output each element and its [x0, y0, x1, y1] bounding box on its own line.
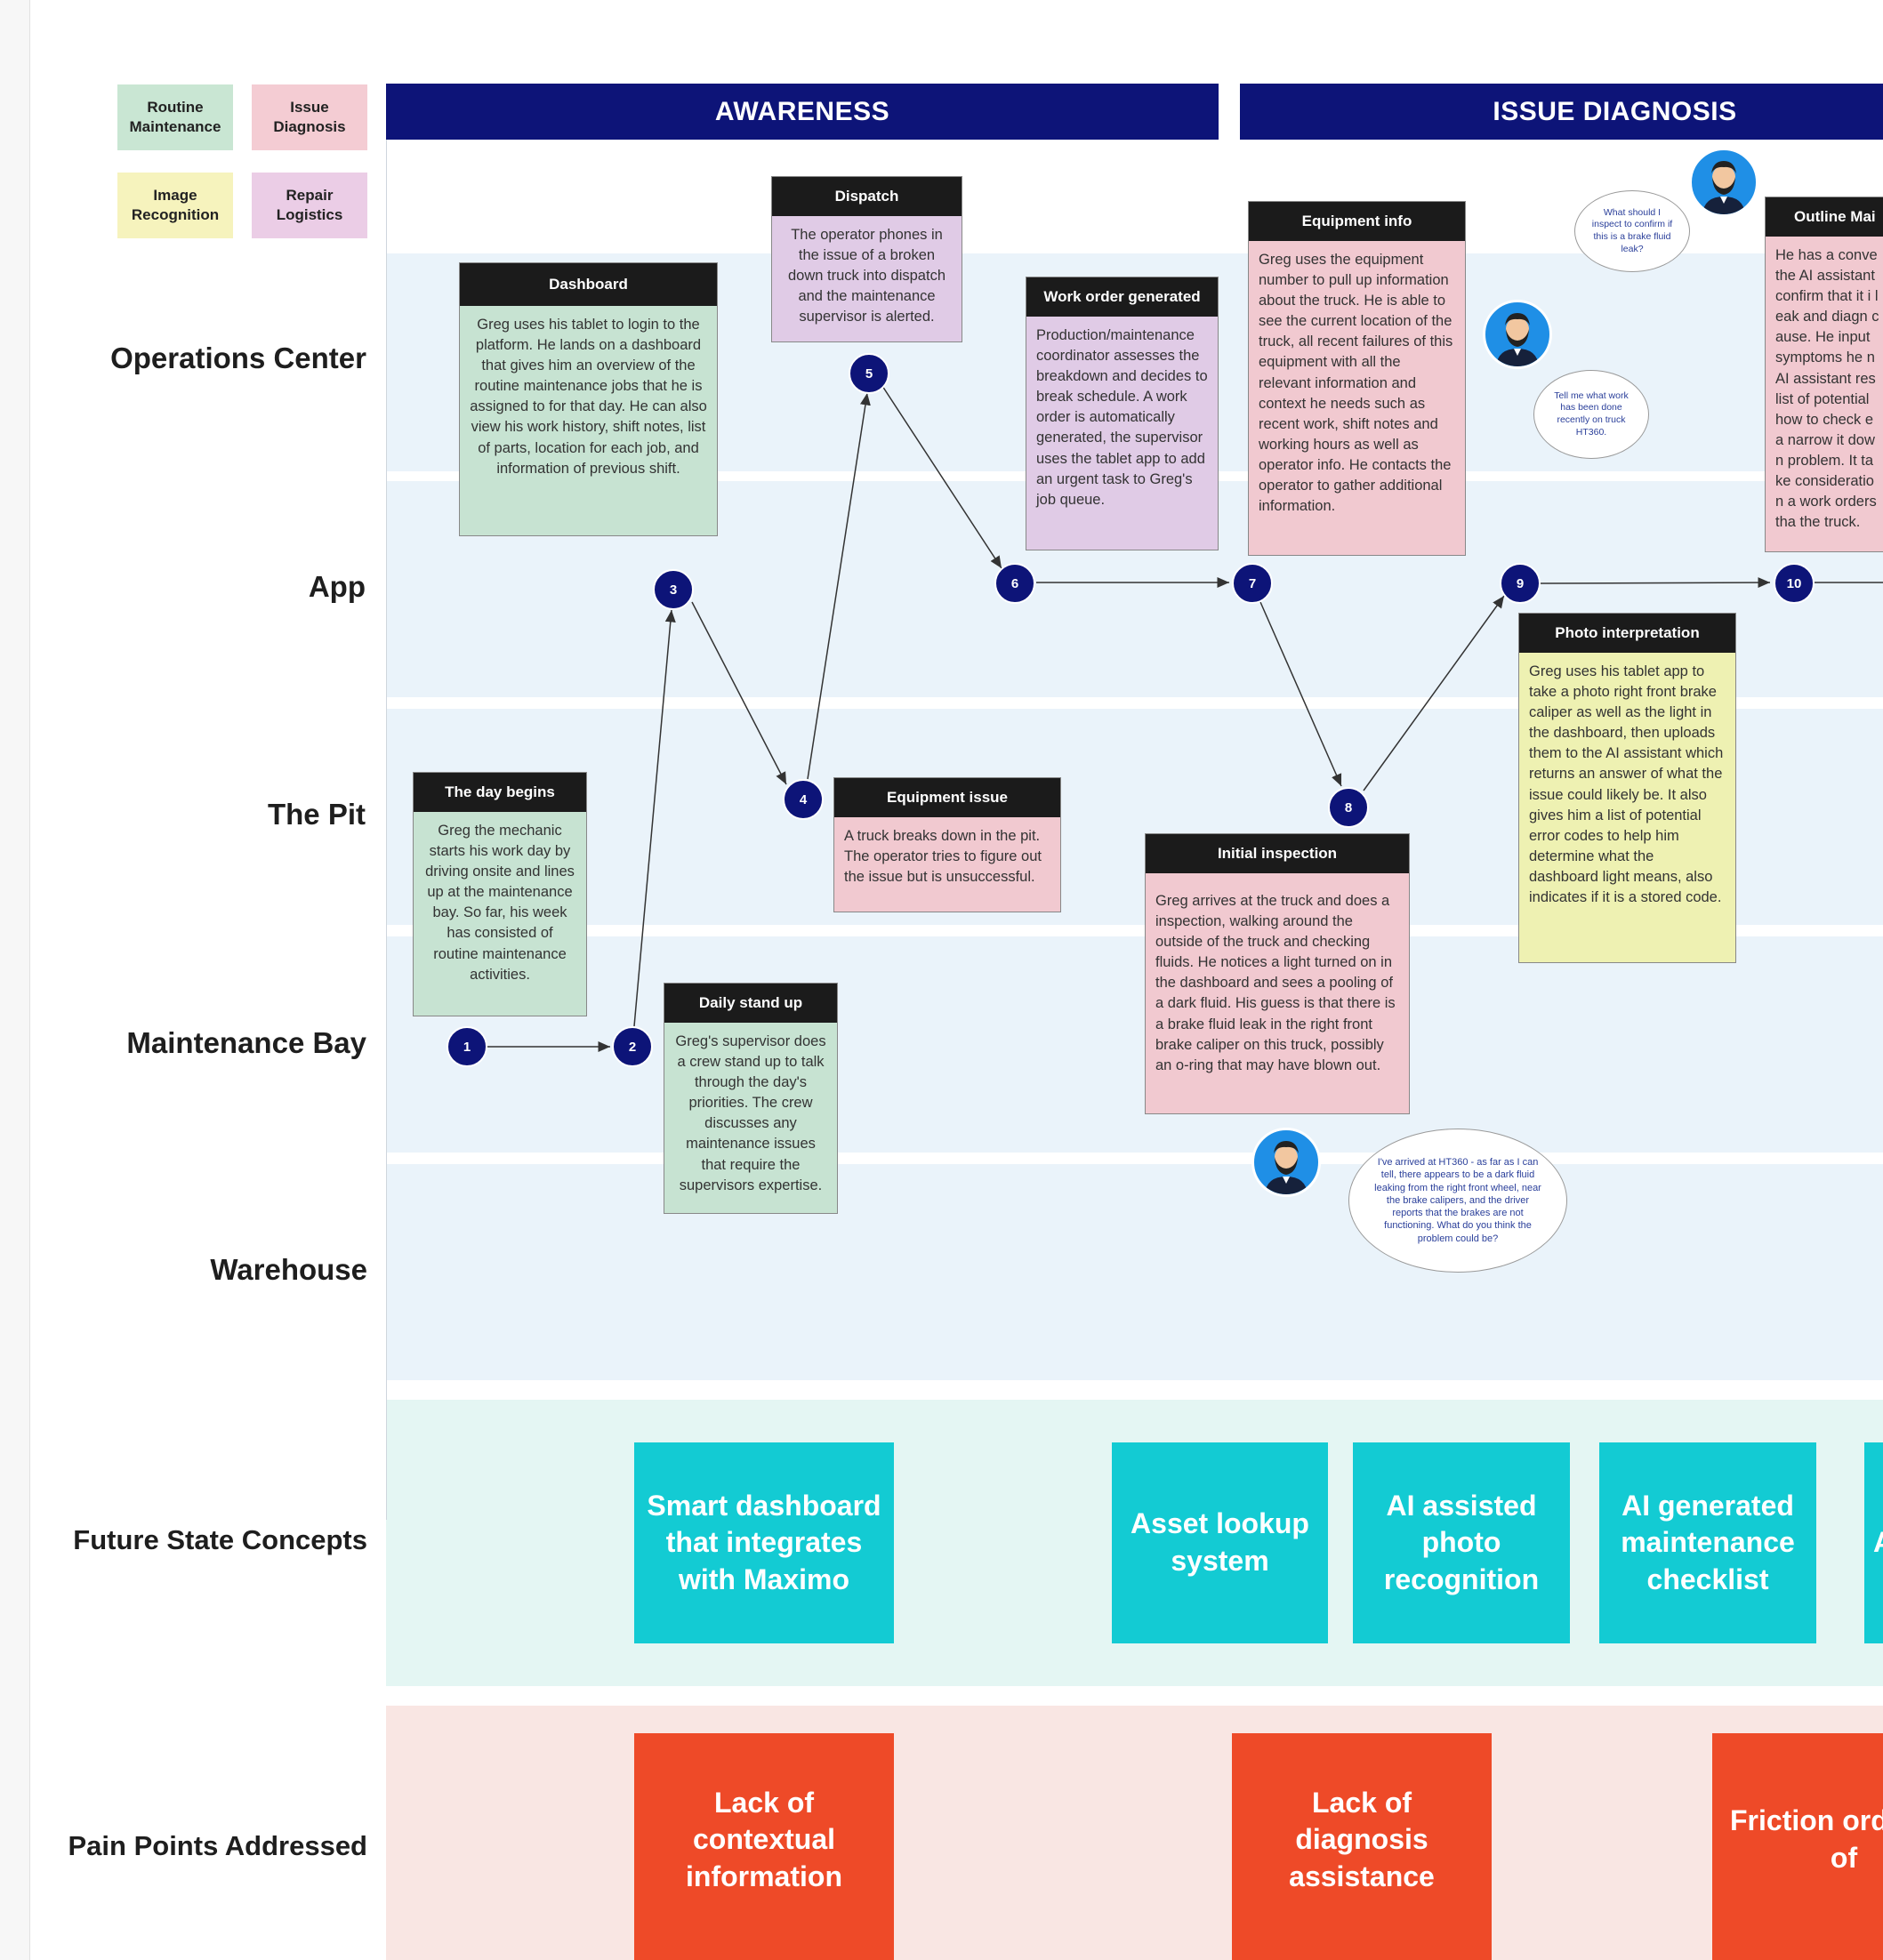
- connector-4-5: [807, 392, 871, 780]
- legend-issue-diagnosis: Issue Diagnosis: [252, 84, 367, 150]
- lane-label-warehouse: Warehouse: [210, 1253, 367, 1286]
- speech-bubble-inspect: What should I inspect to confirm if this…: [1574, 190, 1690, 272]
- card-title: Equipment info: [1249, 202, 1465, 241]
- card-equipment-info: Equipment info Greg uses the equipment n…: [1248, 201, 1466, 556]
- connector-9-10: [1540, 577, 1771, 589]
- pain-lack-of-diagnosis-assistance: Lack of diagnosis assistance: [1232, 1733, 1492, 1960]
- card-title: Daily stand up: [664, 984, 837, 1023]
- step-node-6[interactable]: 6: [994, 563, 1035, 604]
- connector-7-8: [1259, 601, 1342, 787]
- card-title: The day begins: [414, 773, 586, 812]
- pain-friction-ordering: Friction ordering of: [1712, 1733, 1883, 1960]
- concept-partial: A: [1864, 1442, 1883, 1643]
- card-dispatch: Dispatch The operator phones in the issu…: [771, 176, 962, 342]
- card-body: Greg arrives at the truck and does a ins…: [1155, 893, 1396, 1073]
- card-body: Greg the mechanic starts his work day by…: [425, 823, 575, 983]
- card-title: Equipment issue: [834, 778, 1060, 817]
- step-node-5[interactable]: 5: [849, 353, 889, 394]
- card-body: A truck breaks down in the pit. The oper…: [844, 828, 1042, 886]
- legend-repair-logistics: Repair Logistics: [252, 173, 367, 238]
- lane-label-operations-center: Operations Center: [110, 341, 366, 374]
- phase-awareness: AWARENESS: [386, 84, 1219, 140]
- mechanic-avatar-icon: [1251, 1128, 1321, 1197]
- card-title: Dashboard: [460, 263, 717, 306]
- concept-ai-photo-recognition: AI assisted photo recognition: [1353, 1442, 1570, 1643]
- step-node-3[interactable]: 3: [653, 569, 694, 610]
- card-outline-maintenance: Outline Mai He has a conve the AI assist…: [1765, 197, 1883, 552]
- lane-label-future-state-concepts: Future State Concepts: [73, 1524, 367, 1555]
- step-node-7[interactable]: 7: [1232, 563, 1273, 604]
- card-work-order-generated: Work order generated Production/maintena…: [1026, 277, 1219, 550]
- connector-8-9: [1363, 595, 1505, 791]
- swimlane-left-border: [386, 140, 387, 1520]
- lane-label-pain-points: Pain Points Addressed: [68, 1830, 368, 1861]
- phase-issue-diagnosis: ISSUE DIAGNOSIS: [1240, 84, 1883, 140]
- speech-bubble-work-history: Tell me what work has been done recently…: [1533, 370, 1649, 459]
- lane-band-warehouse: [386, 1164, 1883, 1380]
- lane-label-the-pit: The Pit: [267, 798, 366, 831]
- step-node-4[interactable]: 4: [783, 779, 824, 820]
- speech-bubble-arrived: I've arrived at HT360 - as far as I can …: [1348, 1129, 1567, 1273]
- card-daily-stand-up: Daily stand up Greg's supervisor does a …: [664, 983, 838, 1214]
- card-body: Greg's supervisor does a crew stand up t…: [675, 1033, 826, 1193]
- left-gutter: [0, 0, 30, 1960]
- step-node-1[interactable]: 1: [447, 1026, 487, 1067]
- card-title: Work order generated: [1026, 277, 1218, 317]
- lane-label-maintenance-bay: Maintenance Bay: [126, 1026, 366, 1059]
- concept-asset-lookup: Asset lookup system: [1112, 1442, 1328, 1643]
- card-photo-interpretation: Photo interpretation Greg uses his table…: [1518, 613, 1736, 963]
- card-title: Outline Mai: [1766, 197, 1883, 237]
- legend-routine-maintenance: Routine Maintenance: [117, 84, 233, 150]
- step-node-9[interactable]: 9: [1500, 563, 1541, 604]
- connector-5-6: [881, 385, 1002, 569]
- mechanic-avatar-icon: [1483, 300, 1552, 369]
- step-node-2[interactable]: 2: [612, 1026, 653, 1067]
- lane-label-app: App: [308, 570, 366, 603]
- connector-2-3: [633, 609, 676, 1027]
- connector-3-4: [691, 601, 787, 785]
- card-title: Dispatch: [772, 177, 962, 216]
- card-body: Greg uses his tablet to login to the pla…: [470, 317, 707, 477]
- step-node-8[interactable]: 8: [1328, 787, 1369, 828]
- mechanic-avatar-icon: [1689, 148, 1758, 217]
- step-node-10[interactable]: 10: [1774, 563, 1815, 604]
- concept-ai-maintenance-checklist: AI generated maintenance checklist: [1599, 1442, 1816, 1643]
- card-title: Initial inspection: [1146, 834, 1409, 873]
- card-body: The operator phones in the issue of a br…: [787, 227, 946, 325]
- card-body: Production/maintenance coordinator asses…: [1036, 327, 1208, 508]
- legend-image-recognition: Image Recognition: [117, 173, 233, 238]
- card-title: Photo interpretation: [1519, 614, 1735, 653]
- concept-smart-dashboard: Smart dashboard that integrates with Max…: [634, 1442, 894, 1643]
- card-body: Greg uses the equipment number to pull u…: [1259, 252, 1453, 515]
- card-dashboard: Dashboard Greg uses his tablet to login …: [459, 262, 718, 536]
- card-body: Greg uses his tablet app to take a photo…: [1529, 663, 1724, 906]
- card-initial-inspection: Initial inspection Greg arrives at the t…: [1145, 833, 1410, 1114]
- card-body: He has a conve the AI assistant confirm …: [1775, 247, 1879, 531]
- pain-lack-of-contextual-info: Lack of contextual information: [634, 1733, 894, 1960]
- card-the-day-begins: The day begins Greg the mechanic starts …: [413, 772, 587, 1016]
- card-equipment-issue: Equipment issue A truck breaks down in t…: [833, 777, 1061, 912]
